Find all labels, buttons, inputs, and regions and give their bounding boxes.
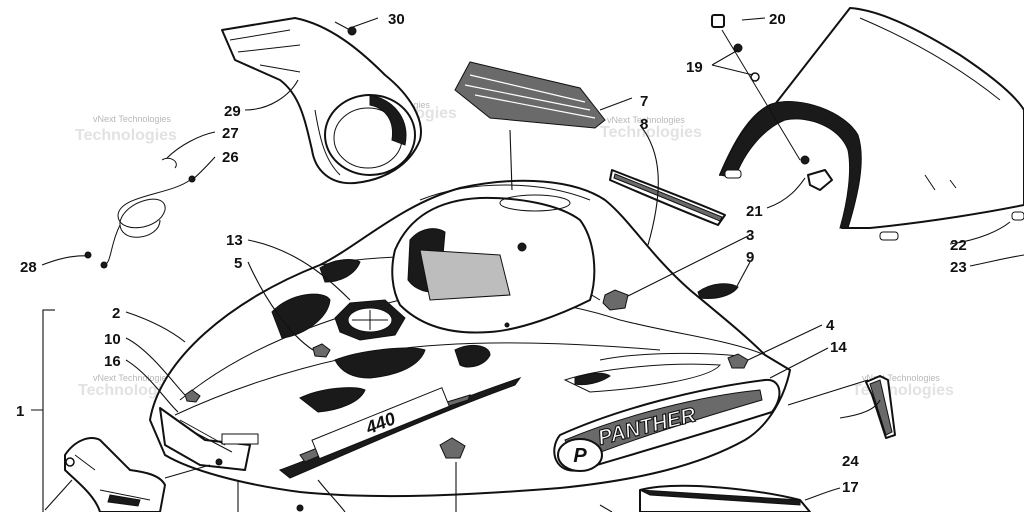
emblem-decal[interactable] <box>334 299 406 341</box>
screw-part-30[interactable] <box>334 21 357 36</box>
rivet-part-5[interactable] <box>312 343 331 358</box>
mesh-decal-part-7[interactable] <box>454 61 606 129</box>
watermark-text: Technologies <box>78 382 180 399</box>
trim-strip-part-8[interactable] <box>609 169 726 226</box>
tether-cord[interactable] <box>84 157 196 269</box>
watermark-text: vNext Technologies <box>93 114 171 124</box>
watermark-text: vNext Technologies <box>862 373 940 383</box>
callout-3: 3 <box>746 227 754 244</box>
callout-13: 13 <box>226 232 243 249</box>
windshield[interactable] <box>719 7 1024 241</box>
callout-16: 16 <box>104 353 121 370</box>
front-bezel[interactable] <box>159 407 251 471</box>
callout-4: 4 <box>826 317 835 334</box>
model-decal: 440 <box>311 387 450 460</box>
svg-text:P: P <box>573 445 587 467</box>
rivet-part-4[interactable] <box>727 353 749 369</box>
rivet-part-3[interactable] <box>602 289 629 311</box>
callout-8: 8 <box>640 116 648 133</box>
air-intake-duct[interactable] <box>221 17 422 185</box>
watermark-text: Technologies <box>600 124 702 141</box>
hood-assembly[interactable]: 440 <box>149 179 791 498</box>
left-bracket[interactable] <box>64 437 166 512</box>
watermark-text: vNext Technologies <box>607 115 685 125</box>
callout-26: 26 <box>222 149 239 166</box>
callout-14: 14 <box>830 339 847 356</box>
decal-part-9[interactable] <box>697 283 739 299</box>
left-vent <box>271 293 331 339</box>
panther-decal[interactable]: P PANTHER <box>553 378 781 472</box>
callout-19: 19 <box>686 59 703 76</box>
part-17[interactable] <box>639 484 811 512</box>
rivet-part-16[interactable] <box>184 389 201 403</box>
callout-20: 20 <box>769 11 786 28</box>
callout-10: 10 <box>104 331 121 348</box>
callout-21: 21 <box>746 203 763 220</box>
callout-30: 30 <box>388 11 405 28</box>
leader-lines <box>41 17 1024 512</box>
callout-27: 27 <box>222 125 239 142</box>
callout-17: 17 <box>842 479 859 496</box>
callout-7: 7 <box>640 93 648 110</box>
callout-23: 23 <box>950 259 967 276</box>
rivet-part-11[interactable] <box>439 437 466 459</box>
callout-24: 24 <box>842 453 859 470</box>
watermark-text: vNext Technologies <box>93 373 171 383</box>
callout-labels: 30 20 19 7 8 29 27 26 21 3 9 13 5 28 22 … <box>16 11 967 496</box>
watermark-text: Technologies <box>75 127 177 144</box>
clip-part-24[interactable] <box>865 375 896 439</box>
callout-1: 1 <box>16 403 24 420</box>
callout-29: 29 <box>224 103 241 120</box>
callout-2: 2 <box>112 305 120 322</box>
part-1-bracket <box>31 309 55 512</box>
callout-22: 22 <box>950 237 967 254</box>
callout-9: 9 <box>746 249 754 266</box>
callout-5: 5 <box>234 255 242 272</box>
callout-28: 28 <box>20 259 37 276</box>
